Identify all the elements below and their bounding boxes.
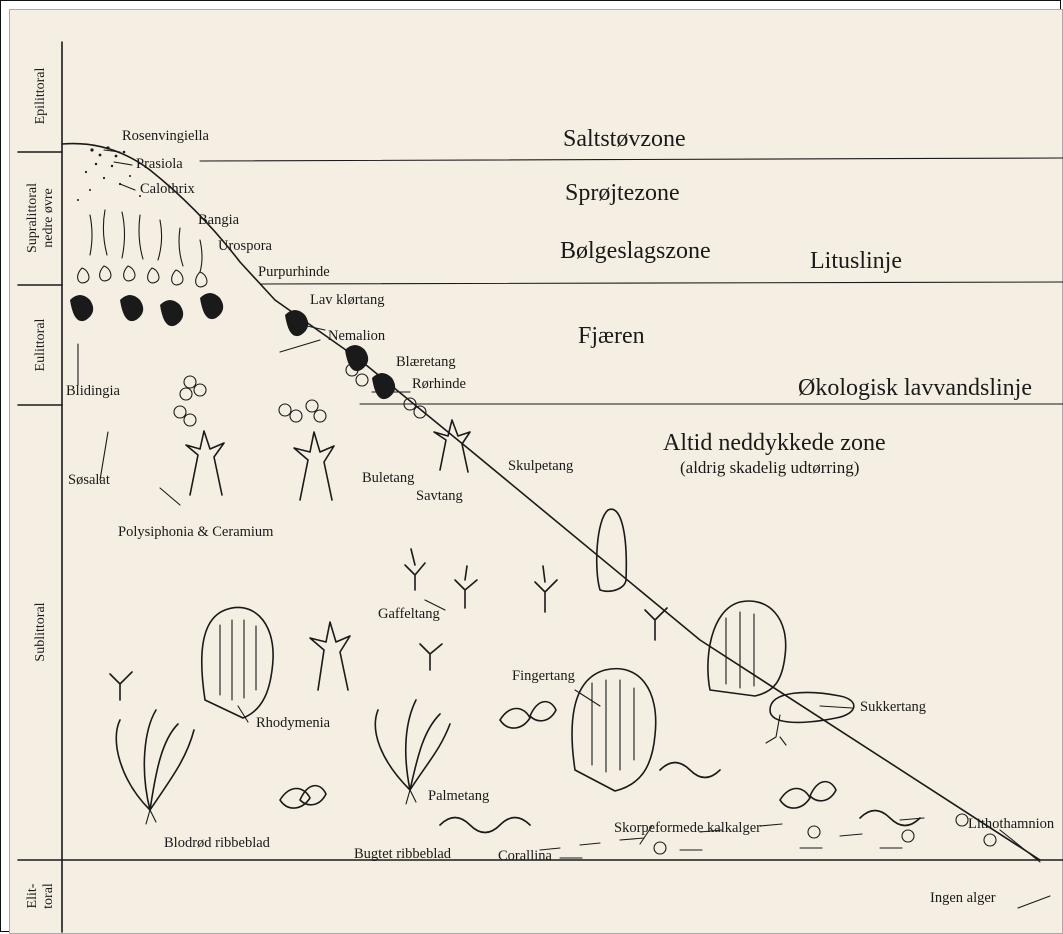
species-label-lithothamnion: Lithothamnion — [968, 816, 1055, 832]
saltstov-boundary-line — [200, 158, 1063, 161]
species-label-bugtet-ribbeblad: Bugtet ribbeblad — [354, 846, 452, 862]
prasiola-speckle — [77, 146, 141, 201]
species-label-sukkertang: Sukkertang — [860, 699, 926, 715]
species-label-sosalat: Søsalat — [68, 472, 110, 488]
species-label-blodrod-ribbeblad: Blodrød ribbeblad — [164, 835, 271, 851]
species-label-gaffeltang: Gaffeltang — [378, 606, 440, 622]
side-label-eulittoral: Eulittoral — [33, 318, 48, 371]
zone-label-lituslinje: Lituslinje — [810, 248, 902, 274]
species-label-rosenvingiella: Rosenvingiella — [122, 128, 210, 144]
lituslinje-line — [260, 282, 1063, 284]
bangia-urospora-strands — [78, 210, 207, 287]
zone-label-fjaeren: Fjæren — [578, 323, 645, 349]
side-label-sublittoral: Sublittoral — [33, 602, 48, 661]
species-label-corallina: Corallina — [498, 848, 553, 864]
species-label-urospora: Urospora — [218, 238, 273, 254]
species-label-rorhinde: Rørhinde — [412, 376, 466, 392]
calcareous-crusts — [540, 814, 996, 858]
species-label-ingen-alger: Ingen alger — [930, 890, 996, 906]
side-label-elittoral-1: Elit- — [25, 883, 40, 908]
species-label-fingertang: Fingertang — [512, 668, 575, 684]
gaffeltang-plants — [110, 549, 667, 700]
species-label-nemalion: Nemalion — [328, 328, 386, 344]
species-label-polysiphonia-ceramium: Polysiphonia & Ceramium — [118, 524, 274, 540]
species-label-purpurhinde: Purpurhinde — [258, 264, 330, 280]
zone-label-okologisk-lavvandslinje: Økologisk lavvandslinje — [798, 375, 1032, 401]
species-label-lav-klortang: Lav klørtang — [310, 292, 385, 308]
side-label-supralittoral-2: nedre øvre — [41, 188, 56, 247]
species-label-rhodymenia: Rhodymenia — [256, 715, 331, 731]
species-label-calothrix: Calothrix — [140, 181, 196, 197]
species-label-blaeretang: Blæretang — [396, 354, 456, 370]
species-label-skorpeformede-kalkalger: Skorpeformede kalkalger — [614, 820, 761, 836]
species-label-buletang: Buletang — [362, 470, 414, 486]
species-label-bangia: Bangia — [198, 212, 240, 228]
zone-label-sprojtezone: Sprøjtezone — [565, 180, 680, 206]
savtang-plants — [186, 420, 470, 690]
species-label-savtang: Savtang — [416, 488, 463, 504]
sukkertang-plant — [766, 693, 854, 745]
ribbeblad-leaves — [280, 702, 836, 808]
species-label-prasiola: Prasiola — [136, 156, 183, 172]
species-label-palmetang: Palmetang — [428, 788, 489, 804]
fingertang-holdfasts — [202, 509, 786, 791]
side-label-elittoral-2: toral — [41, 883, 56, 909]
side-label-supralittoral-1: Supralittoral — [25, 183, 40, 253]
species-label-blidingia: Blidingia — [66, 383, 121, 399]
zone-sublabel-aldrig-skadelig: (aldrig skadelig udtørring) — [680, 458, 859, 477]
species-label-skulpetang: Skulpetang — [508, 458, 573, 474]
zone-label-altid-neddykkede: Altid neddykkede zone — [663, 430, 886, 456]
side-label-epilittoral: Epilittoral — [33, 68, 48, 125]
zone-label-bolgeslagszone: Bølgeslagszone — [560, 238, 711, 264]
zone-label-saltstovzone: Saltstøvzone — [563, 126, 686, 152]
